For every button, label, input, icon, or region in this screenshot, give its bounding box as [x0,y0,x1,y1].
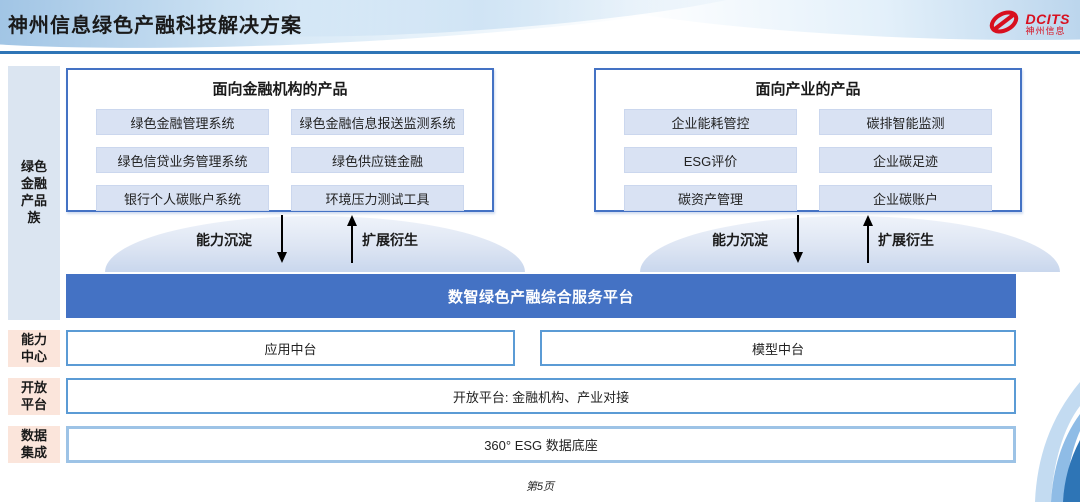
capability-settle-label: 能力沉淀 [712,232,768,248]
product-item: 绿色信贷业务管理系统 [96,147,269,173]
platform-bar: 数智绿色产融综合服务平台 [66,274,1016,318]
arrow-group-right: 能力沉淀 扩展衍生 [712,215,936,265]
brand-name-cn: 神州信息 [1025,26,1066,37]
arrow-group-left: 能力沉淀 扩展衍生 [196,215,420,265]
brand-logo: DCITS 神州信息 [986,8,1071,41]
product-item: 环境压力测试工具 [291,185,464,211]
app-middle-platform-box: 应用中台 [66,330,515,366]
esg-data-base-box: 360° ESG 数据底座 [66,426,1016,463]
brand-logo-text: DCITS 神州信息 [1026,12,1071,36]
sidebar-label-data-integration: 数据 集成 [8,426,60,463]
industry-products-box: 面向产业的产品 企业能耗管控 碳排智能监测 ESG评价 企业碳足迹 碳资产管理 … [594,68,1022,212]
arrow-down-icon [276,215,288,263]
product-item: 碳排智能监测 [819,109,992,135]
title-underline [0,51,1080,54]
product-item: ESG评价 [624,147,797,173]
corner-swoosh-decoration [1020,330,1080,502]
arrow-up-icon [346,215,358,263]
finance-products-grid: 绿色金融管理系统 绿色金融信息报送监测系统 绿色信贷业务管理系统 绿色供应链金融… [68,99,492,211]
arrow-up-icon [862,215,874,263]
product-item: 绿色金融管理系统 [96,109,269,135]
product-item: 银行个人碳账户系统 [96,185,269,211]
finance-products-title: 面向金融机构的产品 [212,81,348,98]
product-item: 绿色供应链金融 [291,147,464,173]
sidebar-label-open-platform: 开放 平台 [8,378,60,415]
industry-products-grid: 企业能耗管控 碳排智能监测 ESG评价 企业碳足迹 碳资产管理 企业碳账户 [596,99,1020,211]
finance-products-box: 面向金融机构的产品 绿色金融管理系统 绿色金融信息报送监测系统 绿色信贷业务管理… [66,68,494,212]
product-item: 企业碳足迹 [819,147,992,173]
dcits-swoosh-icon [986,8,1022,41]
brand-name-en: DCITS [1025,11,1070,28]
expand-derive-label: 扩展衍生 [362,232,418,248]
expand-derive-label: 扩展衍生 [878,232,934,248]
product-item: 绿色金融信息报送监测系统 [291,109,464,135]
model-middle-platform-box: 模型中台 [540,330,1016,366]
product-item: 碳资产管理 [624,185,797,211]
page-number: 第5页 [525,481,555,493]
product-item: 企业碳账户 [819,185,992,211]
sidebar-label-product-family: 绿色 金融 产品 族 [8,66,60,320]
open-platform-box: 开放平台: 金融机构、产业对接 [66,378,1016,414]
sidebar-label-capability-center: 能力 中心 [8,330,60,367]
industry-products-title: 面向产业的产品 [755,81,861,98]
arrow-down-icon [792,215,804,263]
page-title: 神州信息绿色产融科技解决方案 [8,15,302,37]
capability-settle-label: 能力沉淀 [196,232,252,248]
product-item: 企业能耗管控 [624,109,797,135]
